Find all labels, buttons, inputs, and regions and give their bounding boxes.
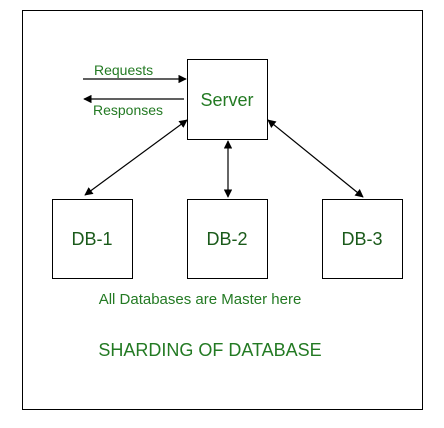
db-2-label: DB-2 bbox=[206, 229, 247, 249]
caption-text: All Databases are Master here bbox=[99, 291, 302, 308]
db-3-box bbox=[322, 199, 403, 279]
outer-frame bbox=[22, 10, 423, 410]
responses-label: Responses bbox=[93, 102, 163, 118]
requests-label: Requests bbox=[94, 62, 153, 78]
db-1-box bbox=[52, 199, 133, 279]
db-1-label: DB-1 bbox=[71, 229, 112, 249]
diagram-title: SHARDING OF DATABASE bbox=[98, 340, 321, 360]
server-box bbox=[187, 59, 268, 140]
db-3-label: DB-3 bbox=[341, 229, 382, 249]
db-2-box bbox=[187, 199, 268, 279]
server-label: Server bbox=[200, 90, 253, 110]
link-server-db1 bbox=[84, 119, 188, 196]
link-server-db3 bbox=[267, 119, 364, 198]
